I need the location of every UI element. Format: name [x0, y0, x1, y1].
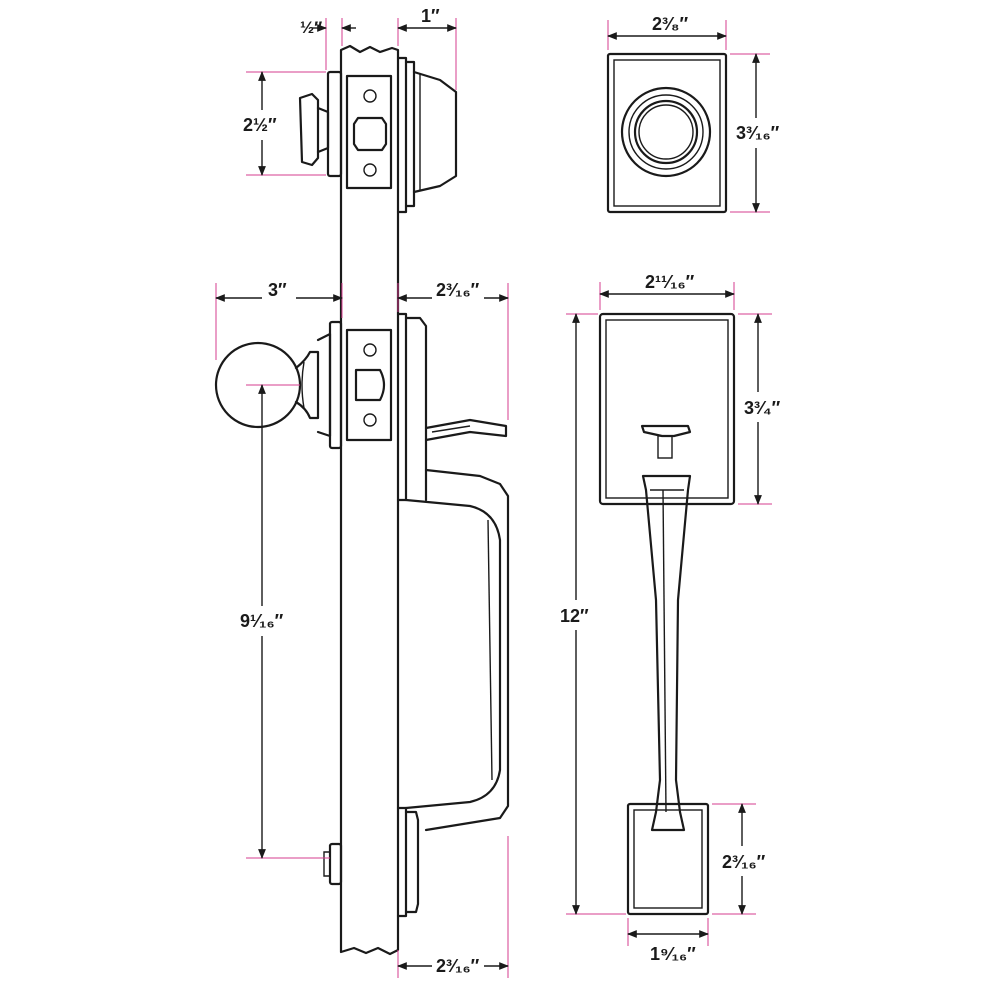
interior-escutcheon [396, 312, 510, 918]
deadbolt-interior-housing [396, 56, 458, 214]
front-view-handle: 2¹¹⁄₁₆″ 3³⁄₄″ 12″ 2³⁄₁₆″ 1⁹⁄₁₆″ [560, 272, 781, 964]
front-view-deadbolt: 2³⁄₈″ 3³⁄₁₆″ [606, 14, 780, 214]
handle-grip [641, 474, 692, 832]
dim-label-two-3-8: 2³⁄₈″ [652, 14, 688, 34]
dim-label-three-3-4: 3³⁄₄″ [744, 398, 781, 418]
door-slab [339, 44, 400, 956]
deadbolt-faceplate [345, 74, 393, 190]
latch-faceplate [345, 328, 393, 442]
dim-label-two-3-16-right: 2³⁄₁₆″ [722, 852, 766, 872]
dim-label-two-11-16: 2¹¹⁄₁₆″ [645, 272, 695, 292]
dim-label-three-3-16: 3³⁄₁₆″ [736, 123, 780, 143]
dim-label-three-inch: 3″ [268, 280, 287, 300]
dim-label-two-half: 2½″ [243, 115, 277, 135]
dim-label-two-3-16-bottom: 2³⁄₁₆″ [436, 956, 480, 976]
dim-label-two-3-16-top: 2³⁄₁₆″ [436, 280, 480, 300]
dimension-lines-side [215, 24, 509, 970]
extension-lines [215, 18, 509, 978]
dim-label-one-9-16: 1⁹⁄₁₆″ [650, 944, 696, 964]
dim-label-twelve-inch: 12″ [560, 606, 589, 626]
deadbolt-thumbturn [298, 70, 343, 178]
dim-label-one-inch: 1″ [421, 6, 440, 26]
dim-label-half-inch: ½″ [300, 18, 322, 37]
thumb-piece [640, 424, 692, 438]
extension-lines-handle [566, 282, 772, 946]
exterior-bottom-stub [328, 842, 343, 886]
dim-label-nine-1-16: 9¹⁄₁₆″ [240, 611, 284, 631]
side-view: ½″ 1″ 2½″ 3″ 2³⁄₁₆″ 9¹⁄₁₆″ 2³⁄₁₆″ [214, 6, 510, 978]
